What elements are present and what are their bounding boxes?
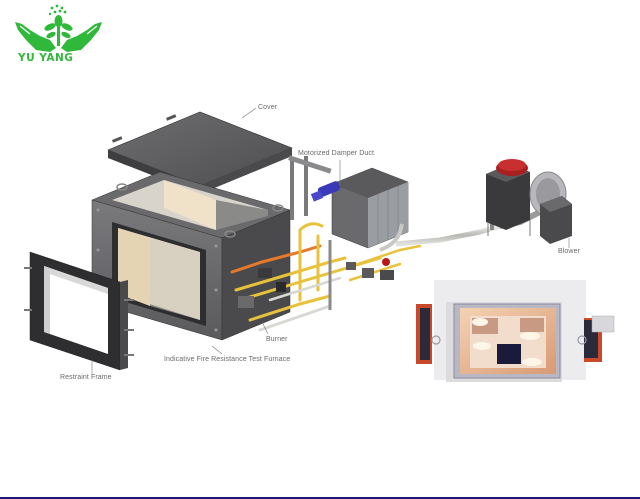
bottom-border-line xyxy=(0,497,640,499)
label-test-furnace: Indicative Fire Resistance Test Furnace xyxy=(164,356,291,363)
label-burner: Burner xyxy=(266,336,288,343)
label-restraint-frame: Restraint Frame xyxy=(60,374,112,381)
cover-plate xyxy=(107,111,293,194)
brand-name: YU YANG xyxy=(18,52,74,64)
furnace-body xyxy=(91,171,291,341)
restraint-frame xyxy=(24,251,134,371)
motorized-damper-duct xyxy=(288,155,409,249)
label-blower: Blower xyxy=(558,248,580,255)
gas-piping xyxy=(230,222,422,332)
label-motorized-damper-duct: Motorized Damper Duct xyxy=(298,150,375,157)
hands-holding-plant-icon xyxy=(15,4,102,52)
label-cover: Cover xyxy=(258,104,278,111)
furnace-interior-photo xyxy=(416,280,615,382)
valve-components xyxy=(238,240,394,310)
blower xyxy=(486,159,572,244)
